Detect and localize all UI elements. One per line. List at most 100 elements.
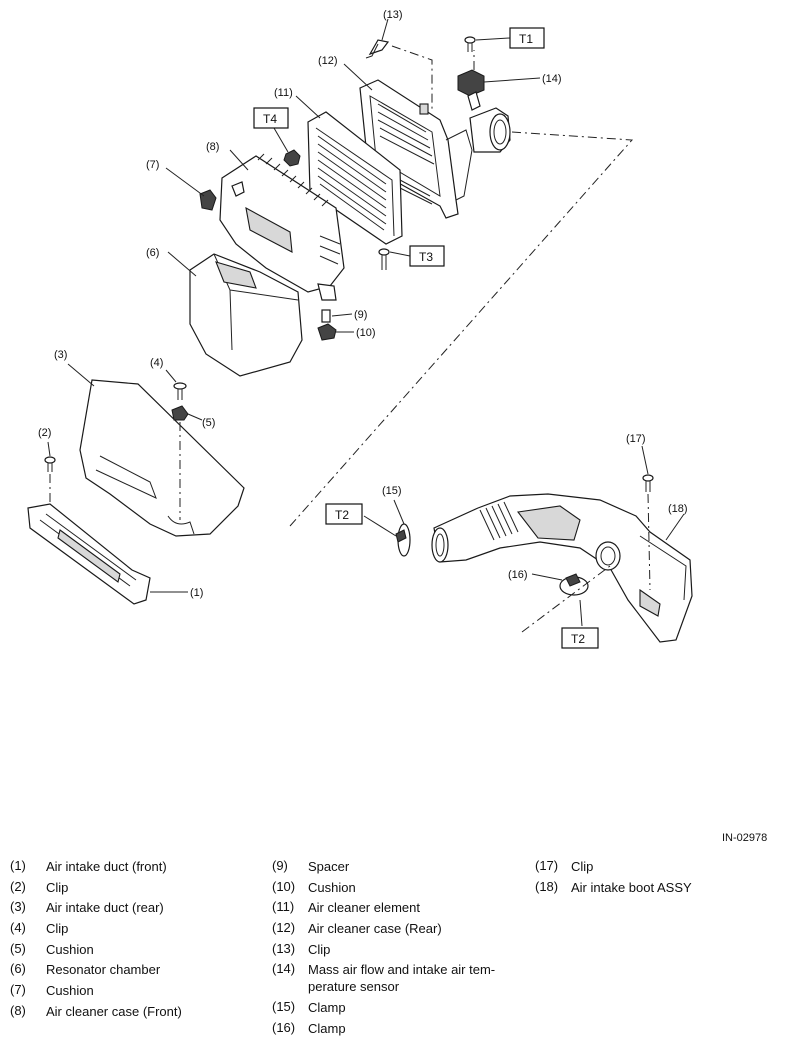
air-cleaner-case-rear-12 bbox=[343, 63, 511, 219]
legend-item: (12)Air cleaner case (Rear) bbox=[272, 920, 513, 941]
legend-label: Air intake boot ASSY bbox=[571, 879, 692, 895]
legend-number: (3) bbox=[10, 899, 26, 915]
callout-9: (9) bbox=[354, 309, 367, 321]
legend-label: Clip bbox=[46, 879, 69, 895]
svg-text:T1: T1 bbox=[519, 32, 533, 46]
legend-item: (17) Clip bbox=[535, 858, 771, 879]
legend-label: Mass air flow and intake air tem- peratu… bbox=[308, 962, 496, 995]
air-intake-boot-18 bbox=[431, 493, 693, 643]
callout-7: (7) bbox=[146, 159, 159, 171]
cushion-5 bbox=[171, 405, 203, 421]
svg-text:T3: T3 bbox=[419, 250, 433, 264]
legend-item: (3) Air intake duct (rear) bbox=[10, 899, 256, 920]
callout-18: (18) bbox=[668, 503, 688, 515]
clamp-15 bbox=[363, 499, 411, 557]
legend-item: (15) Clamp bbox=[272, 999, 513, 1020]
legend-label: Spacer bbox=[308, 859, 350, 874]
legend-number: (5) bbox=[10, 940, 26, 956]
callout-6: (6) bbox=[146, 247, 159, 259]
callout-14: (14) bbox=[542, 73, 562, 85]
clamp-16 bbox=[531, 573, 589, 627]
cushion-10 bbox=[317, 323, 354, 341]
legend-label: Clip bbox=[46, 921, 69, 937]
torque-tag-t2-left: T2 bbox=[325, 503, 363, 525]
legend-label: Clip bbox=[571, 859, 594, 874]
clip-17 bbox=[641, 445, 654, 492]
legend-label: Resonator chamber bbox=[46, 962, 161, 978]
legend-item: (6) Resonator chamber bbox=[10, 961, 256, 982]
callout-1: (1) bbox=[190, 587, 203, 599]
callout-13: (13) bbox=[383, 9, 403, 21]
legend-item: (7) Cushion bbox=[10, 982, 256, 1003]
svg-text:T4: T4 bbox=[263, 112, 277, 126]
callout-12: (12) bbox=[318, 55, 338, 67]
legend-item: (18) Air intake boot ASSY bbox=[535, 879, 771, 900]
svg-text:T2: T2 bbox=[571, 632, 585, 646]
resonator-chamber-6 bbox=[167, 251, 303, 377]
legend-column-1: (1) Air intake duct (front) (2) Clip (3) Air … bbox=[10, 858, 256, 1024]
svg-text:T2: T2 bbox=[335, 508, 349, 522]
legend-number: (10) bbox=[272, 878, 296, 894]
torque-tag-t4: T4 bbox=[253, 107, 289, 129]
legend-number: (12) bbox=[272, 920, 296, 936]
legend-number: (11) bbox=[272, 899, 295, 915]
callout-5: (5) bbox=[202, 417, 215, 429]
legend-label: Cushion bbox=[46, 983, 94, 999]
legend-item: (9) Spacer bbox=[272, 858, 513, 879]
legend-label: Cushion bbox=[308, 879, 356, 895]
legend-column-2: (9) Spacer (10) Cushion (11) Air cleaner elem… bbox=[272, 858, 513, 1041]
legend-number: (18) bbox=[535, 878, 559, 894]
callout-8: (8) bbox=[206, 141, 219, 153]
callout-17: (17) bbox=[626, 433, 646, 445]
torque-tag-t3: T3 bbox=[409, 245, 445, 267]
callout-4: (4) bbox=[150, 357, 163, 369]
torque-tag-t2-right: T2 bbox=[561, 627, 599, 649]
legend-number: (2) bbox=[10, 878, 26, 894]
legend-label: Clamp bbox=[308, 1021, 346, 1037]
legend-label: Air cleaner case (Front) bbox=[46, 1003, 182, 1019]
legend-item: (16) Clamp bbox=[272, 1020, 513, 1041]
legend-item: (1) Air intake duct (front) bbox=[10, 858, 256, 879]
legend-label: Cushion bbox=[46, 941, 94, 957]
air-cleaner-case-front-8 bbox=[219, 149, 345, 301]
bolt-t1 bbox=[464, 36, 511, 52]
bolt-t3 bbox=[378, 248, 411, 270]
legend-number: (17) bbox=[535, 858, 559, 873]
spacer-9 bbox=[321, 309, 353, 323]
legend-label: Air intake duct (rear) bbox=[46, 900, 164, 916]
air-intake-duct-rear-3 bbox=[67, 363, 245, 537]
legend-item: (4) Clip bbox=[10, 920, 256, 941]
torque-tag-t1: T1 bbox=[509, 27, 545, 49]
callout-2: (2) bbox=[38, 427, 51, 439]
legend-item: (2) Clip bbox=[10, 879, 256, 900]
callout-11: (11) bbox=[274, 87, 293, 99]
exploded-parts-diagram: (13) (12) (14) (11) (8) (7) (6) (9) (10)… bbox=[27, 9, 693, 649]
maf-sensor-14 bbox=[457, 50, 541, 111]
clip-13 bbox=[365, 18, 390, 59]
legend-label: Air intake duct (front) bbox=[46, 859, 167, 874]
legend-label: Clamp bbox=[308, 1000, 346, 1016]
legend-item: (10) Cushion bbox=[272, 879, 513, 900]
legend-number: (8) bbox=[10, 1002, 26, 1018]
legend-number: (9) bbox=[272, 858, 288, 873]
legend-number: (15) bbox=[272, 999, 296, 1015]
legend-item: (13) Clip bbox=[272, 941, 513, 962]
legend-number: (7) bbox=[10, 982, 26, 998]
clip-2 bbox=[44, 441, 56, 472]
legend-column-3: (17) Clip (18) Air intake boot ASSY bbox=[535, 858, 771, 899]
air-intake-duct-front-1 bbox=[27, 503, 188, 605]
legend-number: (4) bbox=[10, 920, 26, 936]
nut-t4 bbox=[273, 127, 301, 167]
legend-label: Clip bbox=[308, 941, 331, 957]
legend-number: (16) bbox=[272, 1020, 296, 1036]
clip-4 bbox=[165, 369, 187, 400]
callout-10: (10) bbox=[356, 327, 376, 339]
legend-number: (1) bbox=[10, 858, 26, 873]
legend-item: (11) Air cleaner element bbox=[272, 899, 513, 920]
cushion-7 bbox=[165, 167, 217, 211]
legend-item: (5) Cushion bbox=[10, 941, 256, 962]
legend-label: Air cleaner element bbox=[308, 900, 420, 916]
callout-15: (15) bbox=[382, 485, 402, 497]
legend-number: (6) bbox=[10, 961, 26, 977]
legend-number: (13) bbox=[272, 940, 296, 956]
